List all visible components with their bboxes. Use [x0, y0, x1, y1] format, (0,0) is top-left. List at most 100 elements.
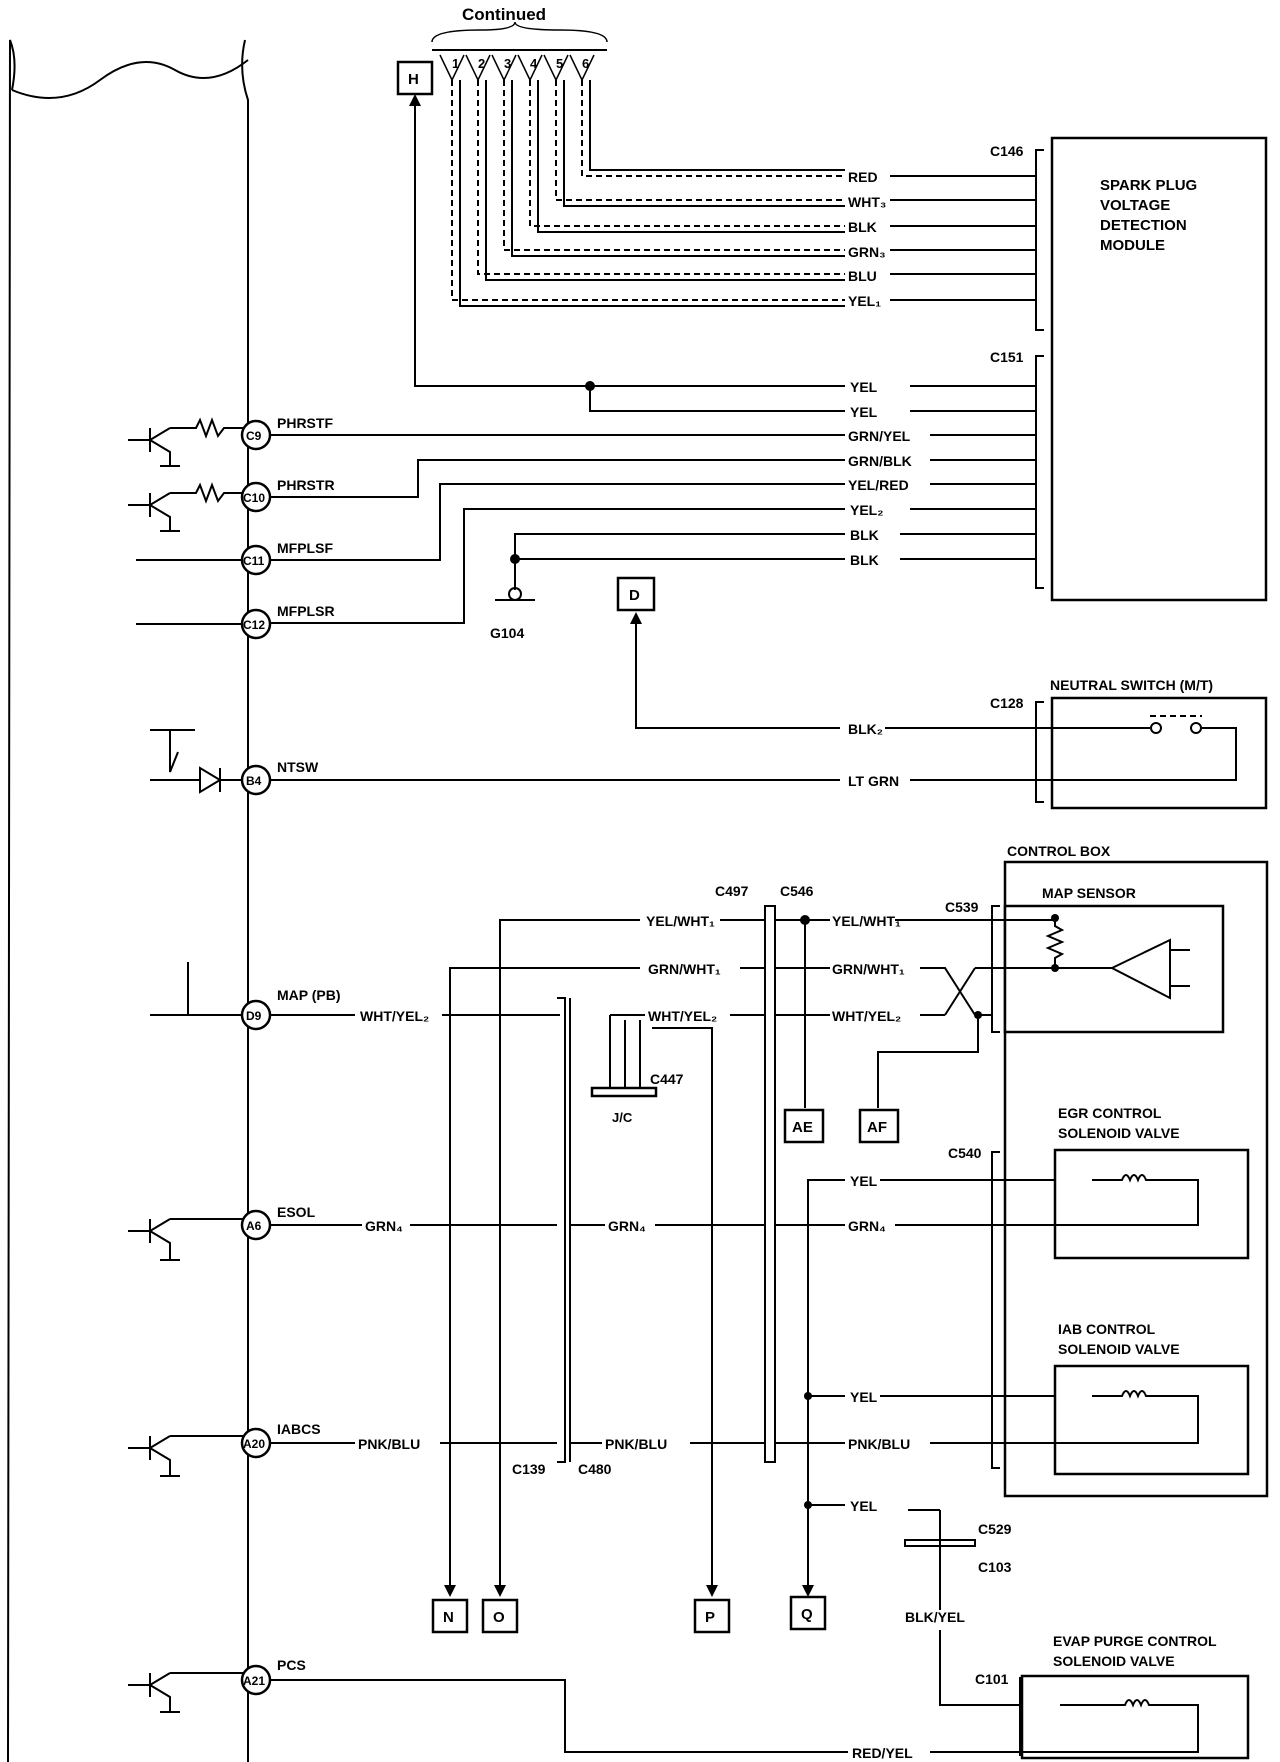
- map-sensor-amp: [1055, 938, 1190, 1000]
- wire-label-grn-yel: GRN/YEL: [848, 428, 911, 444]
- connector-jc: J/C: [612, 1110, 633, 1125]
- wire-label-yel: YEL: [850, 379, 878, 395]
- terminal-number: 5: [556, 56, 563, 71]
- ecm-pin-c11: C11 MFPLSF: [240, 540, 333, 576]
- pin-label: A6: [246, 1219, 262, 1233]
- ecm-pin-c12: C12 MFPLSR: [240, 603, 335, 640]
- map-sensor-label: MAP SENSOR: [1042, 885, 1136, 901]
- egr-label: SOLENOID VALVE: [1058, 1125, 1180, 1141]
- pin-label: C12: [243, 618, 265, 632]
- wire-label-wht-yel2: WHT/YEL₂: [832, 1008, 901, 1024]
- egr-box: [1053, 1148, 1250, 1260]
- c146-wires: [451, 80, 1036, 307]
- connector-c128-bracket: [1035, 701, 1044, 803]
- pin-label: C10: [243, 491, 265, 505]
- neutral-switch-box: [1050, 696, 1268, 810]
- pin-signal-name: MAP (PB): [277, 987, 341, 1003]
- wire-label-wht-yel2: WHT/YEL₂: [360, 1008, 429, 1024]
- continued-label: Continued: [462, 5, 546, 24]
- wire-label-lt-grn: LT GRN: [848, 773, 899, 789]
- connector-c447: C447: [650, 1071, 684, 1087]
- wire-label-yel: YEL: [850, 404, 878, 420]
- ecm-pin-a21: A21 PCS: [240, 1657, 306, 1696]
- egr-coil: [1055, 1174, 1199, 1226]
- wire-red-yel: [270, 1679, 1020, 1753]
- wire-label-blk-yel: BLK/YEL: [905, 1609, 965, 1625]
- ecm-pin-c10: C10 PHRSTR: [240, 477, 335, 513]
- ref-box-h: [396, 60, 434, 96]
- ecm-symbols: [128, 417, 245, 1713]
- iab-box: [1053, 1364, 1250, 1476]
- wire-label-grn4: GRN₄: [608, 1218, 646, 1234]
- pin-label: A20: [243, 1437, 265, 1451]
- wire-label-grn3: GRN₃: [848, 244, 886, 260]
- wire-label-grn-wht1: GRN/WHT₁: [648, 961, 721, 977]
- pin-signal-name: PHRSTF: [277, 415, 333, 431]
- wire-label-blk: BLK: [850, 527, 879, 543]
- wire-yel-wht1: [499, 919, 1055, 1585]
- evap-label: EVAP PURGE CONTROL: [1053, 1633, 1217, 1649]
- wire-yel-to-h: [414, 96, 1036, 387]
- ref-label-o: O: [493, 1609, 505, 1626]
- wire-label-grn4: GRN₄: [365, 1218, 403, 1234]
- wire-label-yel2: YEL₂: [850, 502, 883, 518]
- wire-label-grn-blk: GRN/BLK: [848, 453, 912, 469]
- evap-label: SOLENOID VALVE: [1053, 1653, 1175, 1669]
- ref-label-h: H: [408, 71, 419, 88]
- wire-yel-q: [807, 1179, 1055, 1585]
- wire-label-yel: YEL: [850, 1498, 878, 1514]
- ref-box-o: [481, 1598, 519, 1634]
- ground-g104-label: G104: [490, 625, 524, 641]
- spark-plug-module-label: MODULE: [1100, 237, 1165, 254]
- wire-grn-wht1: [449, 967, 1055, 1585]
- ecm-pin-a20: A20 IABCS: [240, 1421, 321, 1459]
- ref-box-p: [693, 1598, 731, 1634]
- pin-circle: [240, 608, 272, 640]
- wire-label-yel-red: YEL/RED: [848, 477, 909, 493]
- jc-c447-body: [590, 1086, 658, 1098]
- connector-c540: C540: [948, 1145, 982, 1161]
- wire-label-pnk-blu: PNK/BLU: [848, 1436, 910, 1452]
- connector-c480: C480: [578, 1461, 612, 1477]
- neutral-switch-circuit: [1036, 727, 1237, 781]
- arrow-to-d: [630, 612, 642, 624]
- wire-label-blk: BLK: [850, 552, 879, 568]
- connector-c103: C103: [978, 1559, 1012, 1575]
- wire-label-blk: BLK: [848, 219, 877, 235]
- wire-label-blu: BLU: [848, 268, 877, 284]
- evap-coil: [1020, 1699, 1199, 1753]
- wire-label-wht3: WHT₃: [848, 194, 886, 210]
- ref-label-d: D: [629, 587, 640, 604]
- splice-dot: [804, 1392, 812, 1400]
- ecm-pin-b4: B4 NTSW: [240, 759, 319, 796]
- splice-dot: [510, 554, 520, 564]
- ref-label-ae: AE: [792, 1119, 813, 1136]
- ecm-outline: [7, 39, 249, 1762]
- wire-blk-yel: [939, 1630, 1020, 1706]
- ecm-pin-d9: D9 MAP (PB): [240, 987, 341, 1031]
- wire-label-pnk-blu: PNK/BLU: [605, 1436, 667, 1452]
- neutral-switch-contact: [1150, 722, 1162, 734]
- pin-label: C9: [246, 429, 262, 443]
- iab-coil: [1055, 1390, 1199, 1444]
- wire-label-yel-wht1: YEL/WHT₁: [646, 913, 715, 929]
- pin-signal-name: PHRSTR: [277, 477, 335, 493]
- spark-plug-module-box: [1050, 136, 1268, 602]
- jc-c447-wires: [609, 1015, 713, 1585]
- connector-c497: C497: [715, 883, 749, 899]
- pin-label: D9: [246, 1009, 262, 1023]
- pin-circle: [240, 764, 272, 796]
- pin-label: C11: [243, 554, 265, 568]
- wire-label-grn4: GRN₄: [848, 1218, 886, 1234]
- wire-label-grn-wht1: GRN/WHT₁: [832, 961, 905, 977]
- spark-plug-module-label: DETECTION: [1100, 217, 1187, 234]
- ref-label-q: Q: [801, 1606, 813, 1623]
- pin-circle: [240, 1209, 272, 1241]
- connector-c146-bracket: [1035, 149, 1044, 331]
- pin-circle: [240, 1427, 272, 1459]
- wire-yel-red: [270, 483, 1036, 561]
- pin-circle: [240, 481, 272, 513]
- terminal-number: 1: [452, 56, 459, 71]
- ref-box-d: [616, 576, 656, 612]
